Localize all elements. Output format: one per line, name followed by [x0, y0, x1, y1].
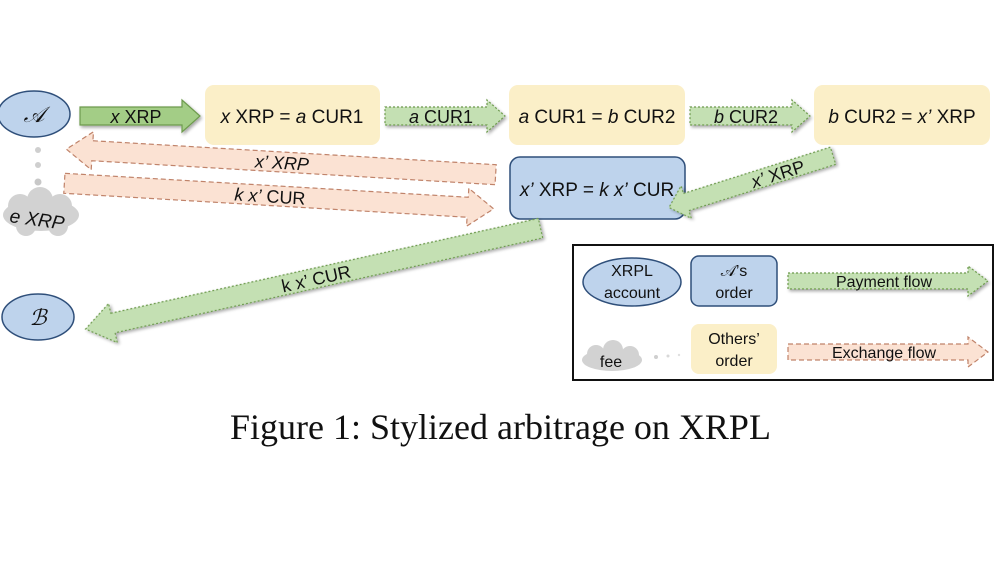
order-box-2-label: a CUR1 = b CUR2	[519, 107, 676, 128]
exchange-arrow-forward	[63, 172, 495, 228]
ellipsis-dot	[34, 178, 42, 186]
legend-a-order-label-2: order	[715, 285, 753, 302]
payment-arrow-4	[668, 146, 837, 220]
ellipsis-dot	[35, 162, 41, 168]
payment-arrow-3-label: b CUR2	[714, 107, 778, 127]
account-a-node	[0, 90, 71, 138]
legend-fee-label: fee	[600, 354, 622, 371]
legend-xrpl-account-icon	[582, 257, 682, 307]
payment-arrow-1	[79, 98, 201, 134]
order-box-2	[509, 85, 685, 145]
order-box-3	[814, 85, 990, 145]
account-b-node	[1, 293, 75, 341]
fee-cloud-icon	[3, 187, 79, 236]
payment-arrow-2	[384, 98, 506, 134]
legend-a-order-icon	[690, 255, 778, 307]
legend-exchange-flow-icon	[787, 335, 989, 369]
legend-ellipsis-dot	[666, 354, 670, 358]
figure-caption: Figure 1: Stylized arbitrage on XRPL	[230, 407, 771, 447]
ellipsis-dot	[35, 147, 41, 153]
legend-a-order-label: 𝒜’s	[721, 263, 747, 280]
legend-xrpl-account-label: XRPL	[611, 263, 653, 280]
legend-xrpl-account-label-2: account	[604, 285, 661, 302]
payment-arrow-3	[689, 98, 811, 134]
payment-arrow-5-label: k x’ CUR	[280, 262, 353, 297]
exchange-arrow-back-label: x’ XRP	[253, 151, 309, 174]
legend-ellipsis-dot	[654, 355, 658, 359]
payment-arrow-4-label: x’ XRP	[748, 156, 807, 192]
legend-others-order-label-2: order	[715, 353, 753, 370]
a-order-box	[509, 156, 686, 220]
account-b-label: ℬ	[29, 306, 48, 331]
a-order-box-label: x’ XRP = k x’ CUR	[519, 180, 674, 201]
exchange-arrow-back	[65, 130, 497, 186]
legend-others-order-label: Others’	[708, 331, 760, 348]
legend-payment-flow-label: Payment flow	[836, 274, 932, 291]
legend-others-order-icon	[691, 324, 777, 374]
legend: XRPL account 𝒜’s order Payment flow fee …	[572, 244, 994, 381]
arbitrage-diagram: 𝒜 ℬ e XRP x XRP = a CUR1 a CUR1 = b CUR2…	[0, 85, 994, 381]
legend-ellipsis-dot	[677, 353, 681, 357]
order-box-1-label: x XRP = a CUR1	[220, 107, 364, 128]
payment-arrow-5	[84, 217, 544, 344]
order-box-1	[205, 85, 380, 145]
legend-payment-flow-icon	[787, 264, 989, 298]
payment-arrow-2-label: a CUR1	[409, 107, 473, 127]
order-box-3-label: b CUR2 = x’ XRP	[828, 107, 975, 128]
exchange-arrow-forward-label: k x’ CUR	[234, 184, 306, 208]
payment-arrow-1-label: x XRP	[109, 107, 161, 127]
legend-fee-cloud-icon	[582, 340, 642, 371]
legend-exchange-flow-label: Exchange flow	[832, 345, 937, 362]
